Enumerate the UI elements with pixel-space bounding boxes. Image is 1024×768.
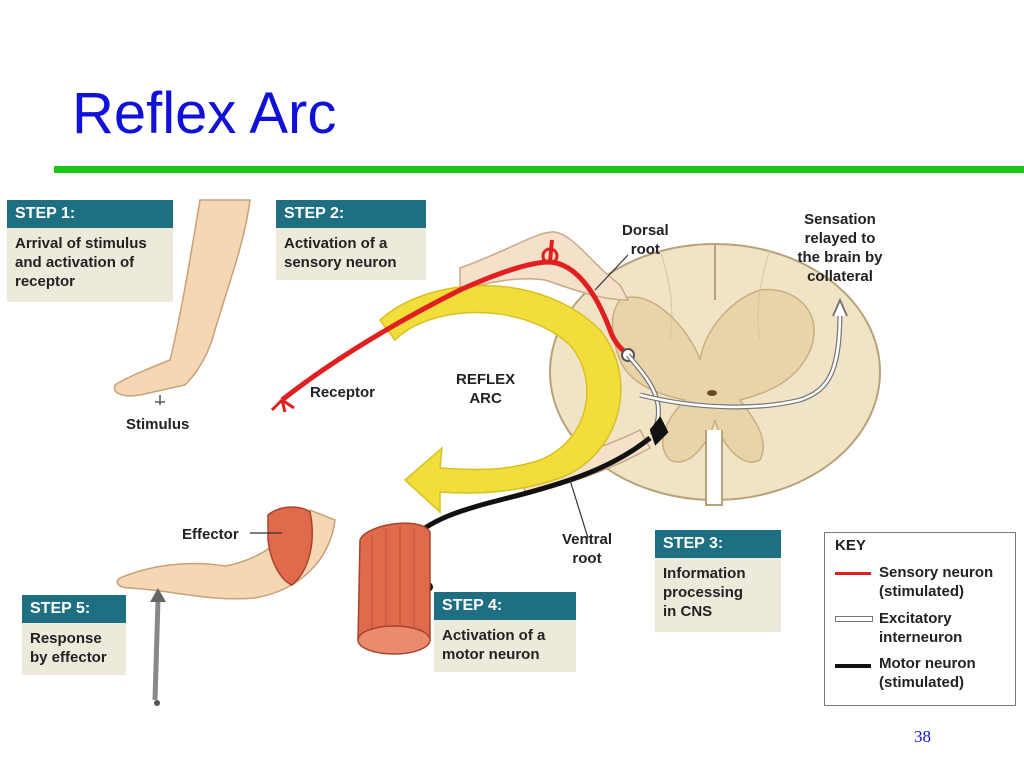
reflex-arc-diagram: [113, 199, 881, 706]
reflex-arc-arrow: [378, 284, 622, 514]
step-3-header: STEP 3:: [655, 530, 781, 558]
slide-title: Reflex Arc: [72, 81, 337, 146]
legend-key: KEY Sensory neuron (stimulated) Excitato…: [824, 532, 1016, 706]
muscle-fibers: [357, 522, 431, 655]
sensation-label: Sensation relayed to the brain by collat…: [797, 211, 883, 285]
label-pointers: [250, 254, 629, 539]
sensory-neuron-path: [270, 239, 630, 413]
stimulus-arm: [113, 199, 251, 405]
step-5-body: Response by effector: [30, 630, 107, 666]
step-1-body: Arrival of stimulus and activation of re…: [15, 235, 147, 290]
step-5-header: STEP 5:: [22, 595, 126, 623]
interneuron-swatch: [835, 616, 873, 622]
sensory-neuron-swatch: [835, 572, 871, 575]
step-2-header: STEP 2:: [276, 200, 426, 228]
title-underline: [54, 166, 1024, 173]
step-4-header: STEP 4:: [434, 592, 576, 620]
step-2-box: STEP 2: Activation of a sensory neuron: [276, 200, 426, 280]
page-number: 38: [914, 727, 931, 746]
key-item-sensory: Sensory neuron (stimulated): [879, 564, 994, 600]
dorsal-root-label: Dorsal root: [622, 222, 669, 258]
step-4-body: Activation of a motor neuron: [442, 627, 546, 663]
step-4-box: STEP 4: Activation of a motor neuron: [434, 592, 576, 672]
key-item-interneuron: Excitatory interneuron: [879, 610, 963, 646]
step-1-box: STEP 1: Arrival of stimulus and activati…: [7, 200, 173, 302]
step-3-body: Information processing in CNS: [663, 565, 746, 620]
ventral-root-label: Ventral root: [562, 531, 613, 567]
step-3-box: STEP 3: Information processing in CNS: [655, 530, 781, 632]
motor-neuron-swatch: [835, 664, 871, 668]
stimulus-label: Stimulus: [126, 416, 190, 433]
effector-label: Effector: [182, 526, 239, 543]
key-item-motor: Motor neuron (stimulated): [879, 655, 976, 691]
step-2-body: Activation of a sensory neuron: [284, 235, 397, 271]
step-1-header: STEP 1:: [7, 200, 173, 228]
key-title: KEY: [835, 537, 866, 554]
effector-arm: [116, 506, 336, 706]
receptor-label: Receptor: [310, 384, 376, 401]
reflex-arc-label: REFLEX ARC: [456, 371, 516, 407]
step-5-box: STEP 5: Response by effector: [22, 595, 126, 675]
